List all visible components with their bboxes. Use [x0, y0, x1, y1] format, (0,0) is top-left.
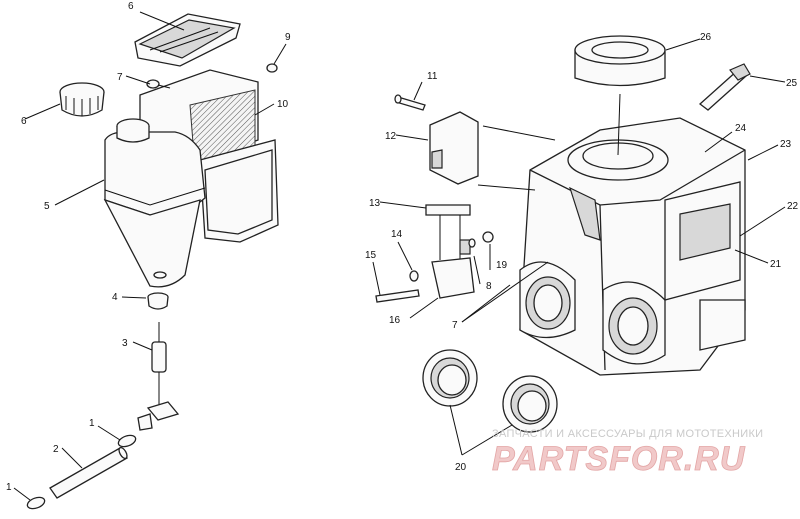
watermark-caption: ЗАПЧАСТИ И АКСЕССУАРЫ ДЛЯ МОТОТЕХНИКИ — [492, 428, 763, 440]
callout-26: 26 — [700, 32, 712, 43]
callout-7-right: 7 — [452, 320, 458, 331]
callout-8: 8 — [486, 281, 492, 292]
hose — [49, 446, 128, 499]
watermark-brand: PARTSFOR.RU — [492, 440, 746, 478]
fastener-cluster — [375, 94, 556, 303]
callout-15: 15 — [365, 250, 377, 261]
callout-23: 23 — [780, 139, 792, 150]
callout-6-top: 6 — [128, 1, 134, 12]
screw — [146, 63, 278, 89]
filler-cap — [59, 82, 105, 117]
callout-4: 4 — [112, 292, 118, 303]
callout-9: 9 — [285, 32, 291, 43]
airbox-housing — [519, 117, 746, 376]
callout-19: 19 — [496, 260, 508, 271]
callout-21: 21 — [770, 259, 782, 270]
watermark: ЗАПЧАСТИ И АКСЕССУАРЫ ДЛЯ МОТОТЕХНИКИ PA… — [492, 428, 763, 478]
callout-16: 16 — [389, 315, 401, 326]
callout-3: 3 — [122, 338, 128, 349]
grommet — [147, 292, 169, 310]
callout-14: 14 — [391, 229, 403, 240]
filter-assembly — [137, 322, 180, 431]
battery-cover — [134, 13, 241, 67]
hose-clamp — [26, 434, 137, 510]
callout-10: 10 — [277, 99, 289, 110]
callout-1-bottom: 1 — [6, 482, 12, 493]
callout-numbers: 6 9 7 6 10 5 4 3 1 2 1 11 12 13 14 15 16… — [6, 1, 799, 493]
callout-24: 24 — [735, 123, 747, 134]
callout-11: 11 — [427, 71, 438, 82]
sealing-ring — [422, 349, 558, 433]
callout-2: 2 — [53, 444, 59, 455]
callout-1: 1 — [89, 418, 95, 429]
callout-25: 25 — [786, 78, 798, 89]
callout-7: 7 — [117, 72, 123, 83]
callout-20: 20 — [455, 462, 467, 473]
leader-lines — [13, 11, 786, 501]
spring-clip — [698, 63, 751, 111]
callout-6: 6 — [21, 116, 27, 127]
reservoir-tank — [103, 118, 206, 288]
callout-22: 22 — [787, 201, 799, 212]
callout-13: 13 — [369, 198, 381, 209]
callout-5: 5 — [44, 201, 50, 212]
callout-12: 12 — [385, 131, 397, 142]
filter-element — [574, 35, 666, 87]
